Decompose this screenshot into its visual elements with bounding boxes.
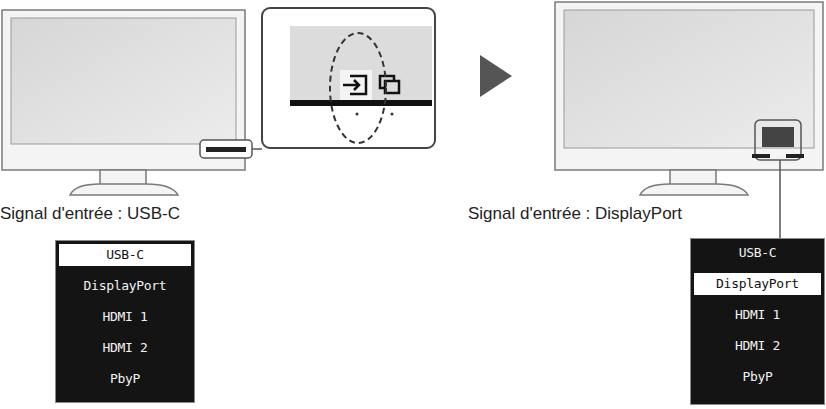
menu-item: PbyP (59, 368, 191, 390)
menu-item: PbyP (694, 366, 821, 388)
monitor-right (555, 2, 823, 238)
signal-label: Signal d'entrée : DisplayPort (468, 204, 682, 224)
menu-item: DisplayPort (59, 275, 191, 297)
menu-item: HDMI 1 (59, 306, 191, 328)
menu-item: HDMI 1 (694, 304, 821, 326)
monitor-left (2, 10, 262, 195)
zoom-inset (262, 8, 435, 148)
menu-item: HDMI 2 (59, 337, 191, 359)
menu-item: HDMI 2 (694, 335, 821, 357)
menu-item: DisplayPort (694, 273, 821, 295)
menu-item: USB-C (59, 244, 191, 266)
arrow-triangle (480, 55, 512, 97)
input-menu: USB-C DisplayPortHDMI 1 HDMI 2 PbyP (690, 238, 825, 405)
signal-label: Signal d'entrée : USB-C (0, 204, 180, 224)
input-menu: USB-C DisplayPortHDMI 1 HDMI 2 PbyP (55, 240, 195, 403)
menu-item: USB-C (694, 242, 821, 264)
